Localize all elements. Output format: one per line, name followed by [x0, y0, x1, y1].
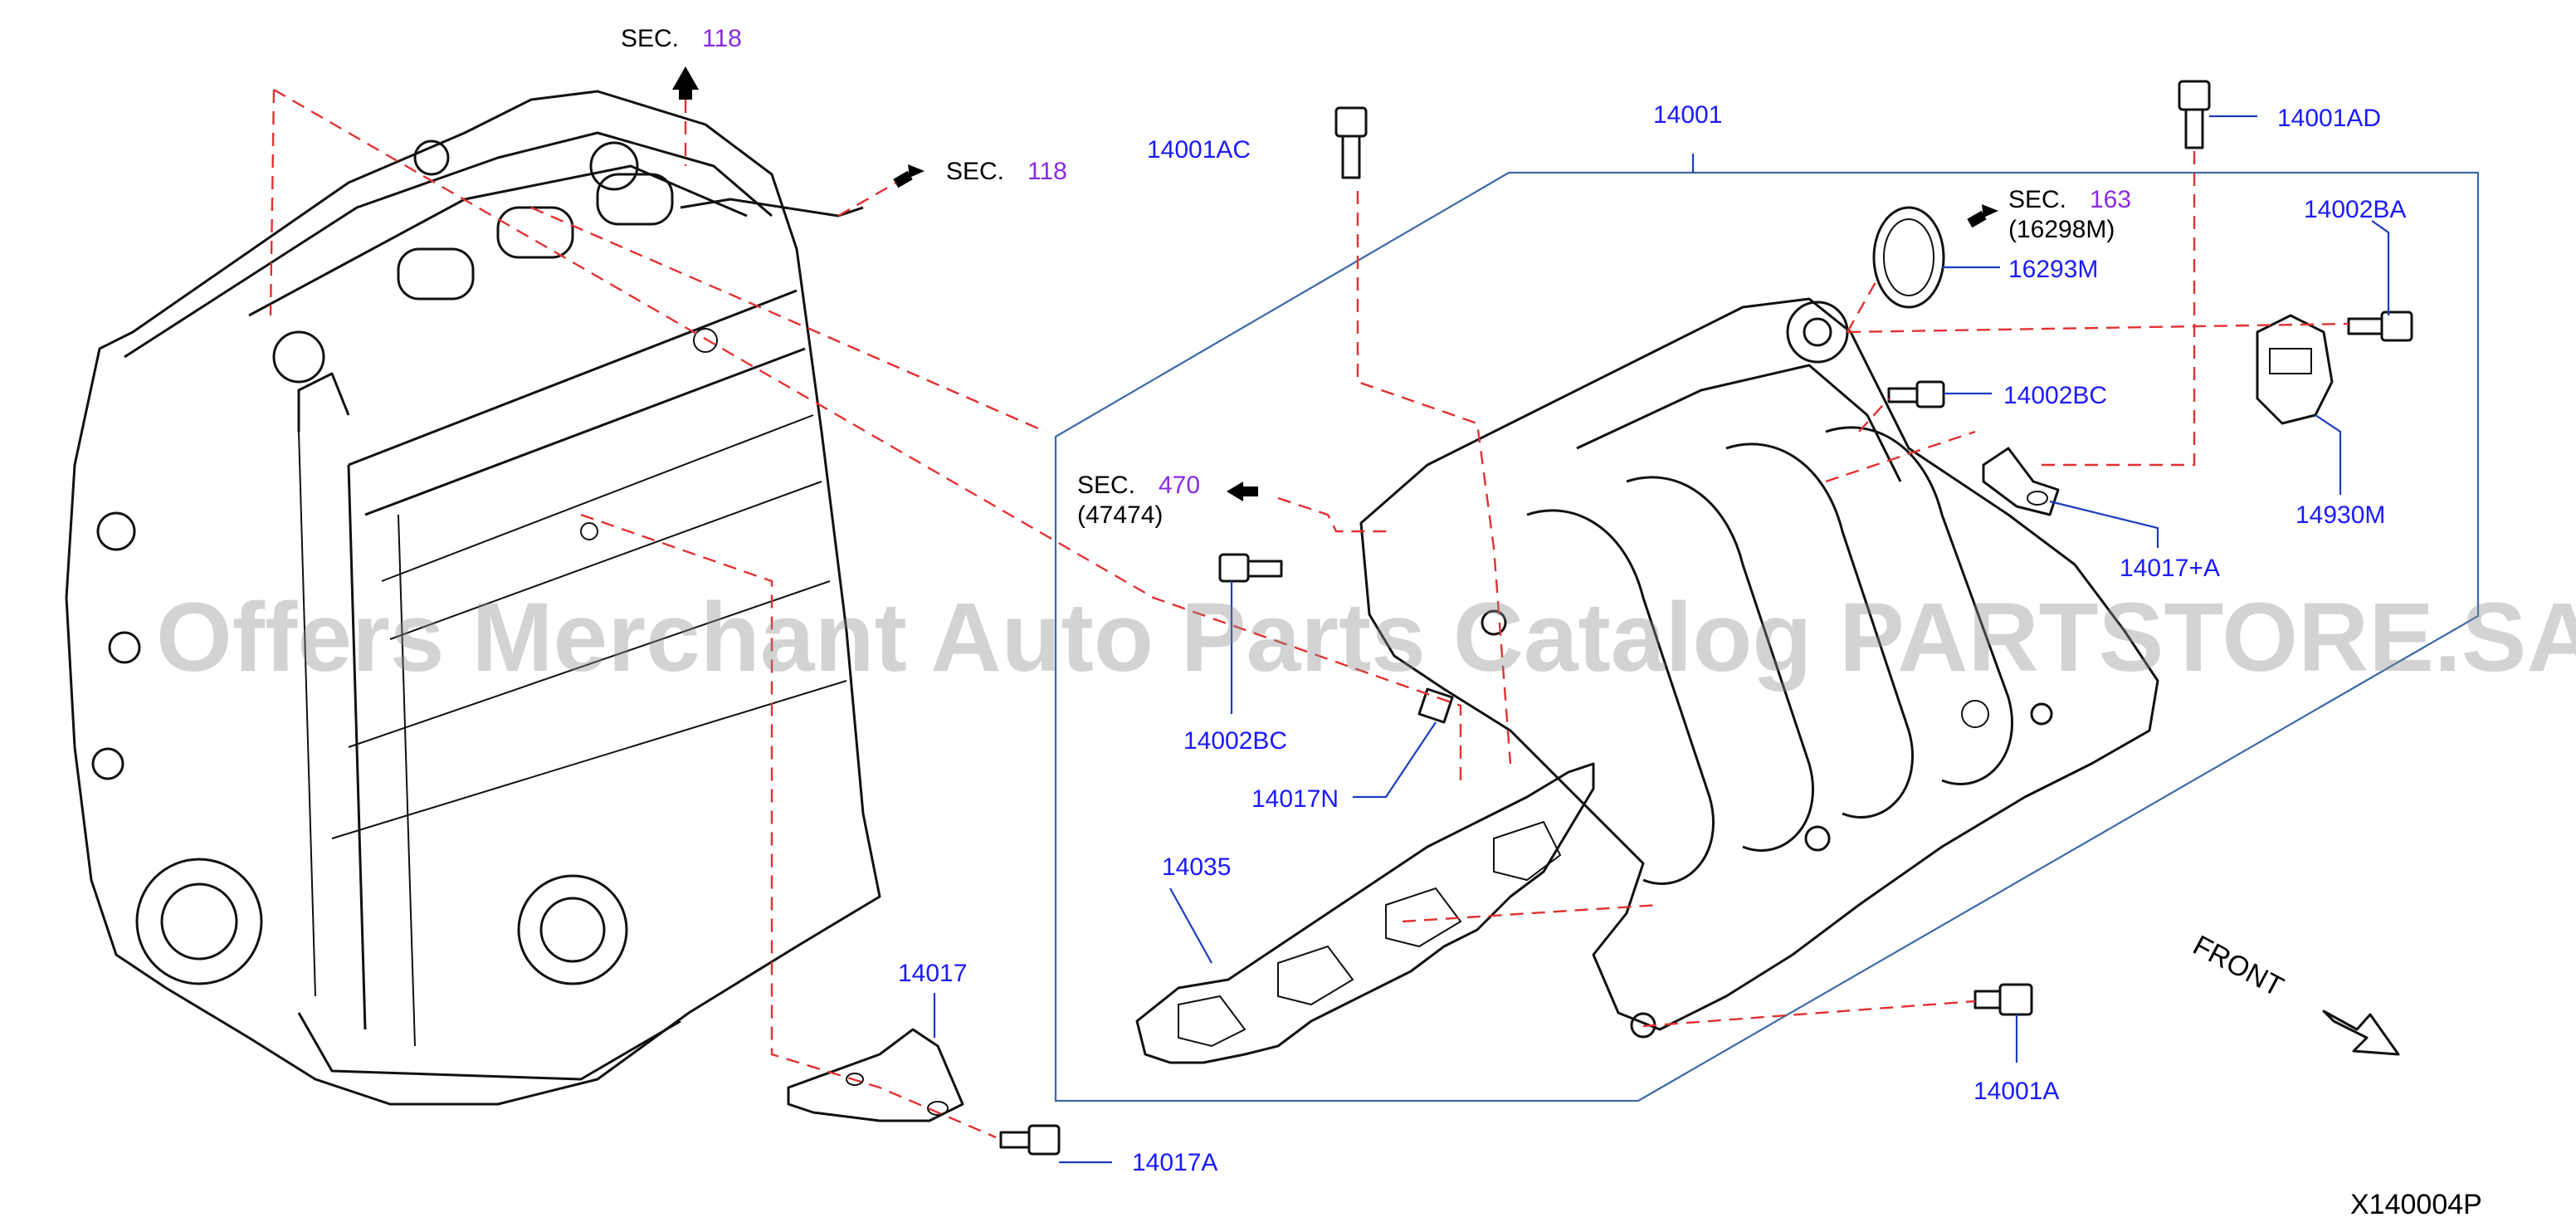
svg-text:SEC.: SEC.: [946, 158, 1004, 185]
intake-manifold-drawing: [1359, 297, 2159, 1039]
gasket-drawing: [1135, 762, 1595, 1064]
label-14001[interactable]: 14001: [1653, 101, 1722, 129]
section-ref-118-top[interactable]: SEC. 118: [621, 25, 742, 52]
watermark-text: Offers Merchant Auto Parts Catalog PARTS…: [156, 583, 2576, 692]
label-14002BA[interactable]: 14002BA: [2304, 196, 2406, 223]
bracket-14017-drawing: [787, 1028, 964, 1122]
section-ref-470[interactable]: SEC. 470 (47474): [1077, 472, 1200, 529]
arrow-right-up-icon-2: [1982, 204, 1998, 218]
svg-text:118: 118: [1027, 158, 1067, 185]
section-ref-118-right[interactable]: SEC. 118: [946, 158, 1067, 185]
diagram-code: X140004P: [2350, 1189, 2482, 1220]
label-14001AD[interactable]: 14001AD: [2277, 105, 2381, 132]
dashed-guides: [269, 88, 2349, 1139]
sensor-14930M-drawing: [2256, 314, 2334, 425]
label-14002BC-left[interactable]: 14002BC: [1183, 727, 1287, 755]
svg-text:SEC.: SEC.: [621, 25, 679, 52]
engine-assembly-drawing: [65, 90, 881, 1106]
front-arrow-icon: [2322, 1010, 2400, 1056]
arrow-right-up-icon: [908, 164, 925, 178]
label-14017N[interactable]: 14017N: [1251, 785, 1339, 813]
label-14017plusA[interactable]: 14017+A: [2120, 555, 2220, 582]
label-14930M[interactable]: 14930M: [2295, 501, 2385, 529]
bolt-14001A-drawing: [1973, 983, 2033, 1016]
svg-text:SEC.: SEC.: [2008, 186, 2066, 213]
leader-lines: [933, 115, 2390, 1164]
bolt-14002BC-left-drawing: [1218, 553, 1283, 583]
arrow-left-icon: [1227, 482, 1243, 501]
bolt-14001AC-drawing: [1334, 106, 1368, 179]
label-16293M[interactable]: 16293M: [2008, 256, 2098, 283]
svg-text:(16298M): (16298M): [2008, 216, 2115, 243]
front-label: FRONT: [2188, 930, 2288, 1004]
svg-text:163: 163: [2090, 186, 2131, 213]
svg-text:470: 470: [1159, 472, 1200, 499]
section-ref-163[interactable]: SEC. 163 (16298M): [2008, 186, 2131, 243]
bracket-14017N-drawing: [1417, 687, 1454, 724]
label-14001AC[interactable]: 14001AC: [1147, 136, 1251, 164]
label-14035[interactable]: 14035: [1162, 853, 1231, 881]
o-ring-drawing: [1872, 206, 1945, 309]
bolt-14002BC-top-drawing: [1887, 380, 1945, 408]
arrow-up-icon: [672, 66, 699, 100]
bolt-14001AD-drawing: [2178, 80, 2211, 149]
label-14002BC-top[interactable]: 14002BC: [2003, 382, 2107, 409]
bolt-14002BA-drawing: [2347, 310, 2413, 342]
assembly-outline: [1054, 171, 2480, 1102]
bolt-14017A-drawing: [999, 1124, 1061, 1156]
section-arrows: [672, 66, 1998, 501]
svg-text:118: 118: [702, 25, 742, 52]
svg-text:(47474): (47474): [1077, 501, 1163, 529]
label-14017A[interactable]: 14017A: [1132, 1149, 1217, 1176]
label-14001A[interactable]: 14001A: [1973, 1078, 2059, 1105]
svg-text:SEC.: SEC.: [1077, 472, 1135, 499]
label-14017[interactable]: 14017: [898, 960, 967, 987]
